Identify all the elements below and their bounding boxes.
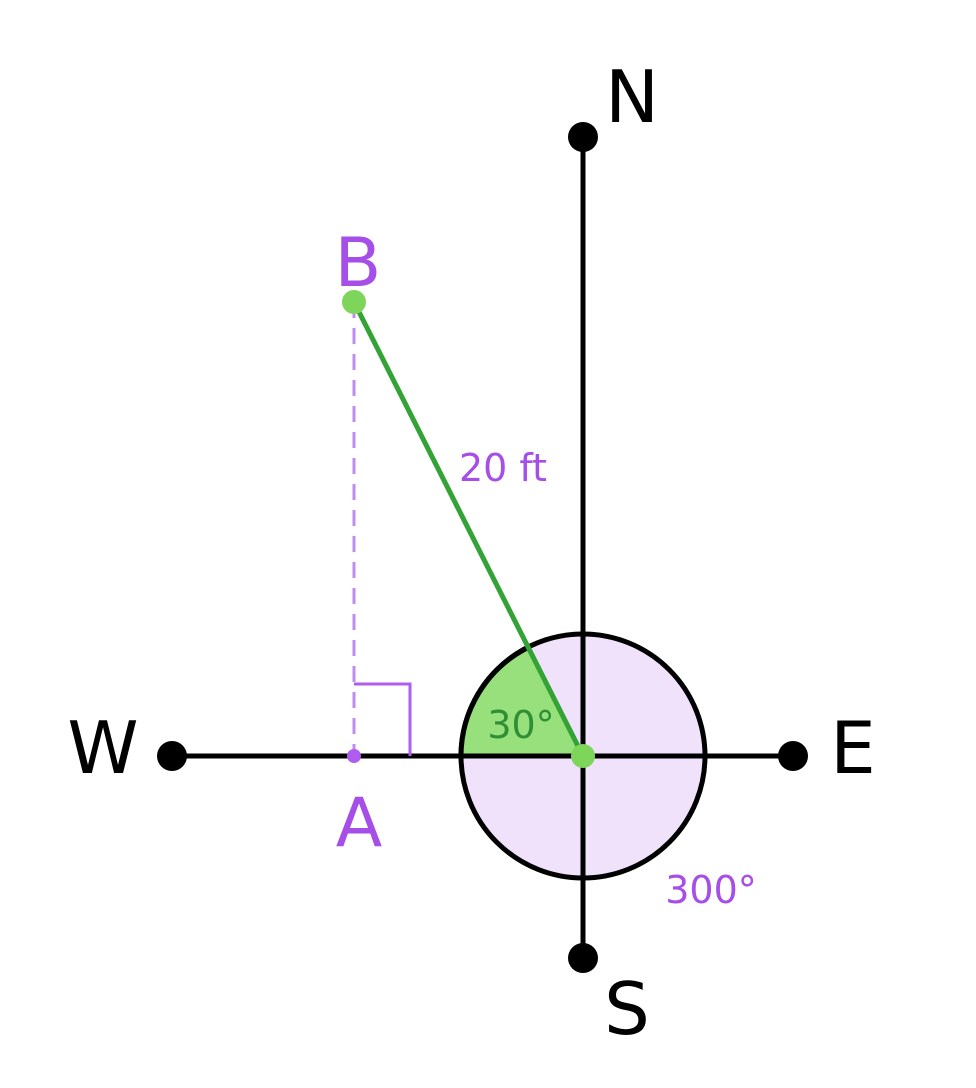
angle-sector-arc (458, 645, 529, 757)
label-south: S (604, 967, 650, 1051)
origin-point (571, 744, 595, 768)
north-point (568, 122, 598, 152)
label-angle-30: 30° (487, 703, 554, 747)
right-angle-marker (354, 682, 412, 756)
angle-sector-30 (461, 648, 583, 756)
label-north: N (605, 55, 659, 139)
point-a (347, 749, 361, 763)
west-point (157, 741, 187, 771)
label-east: E (830, 706, 876, 790)
east-point (778, 741, 808, 771)
point-b (342, 290, 366, 314)
label-length: 20 ft (459, 446, 547, 490)
label-west: W (67, 706, 138, 790)
segment-origin-b (351, 300, 586, 758)
label-point-a: A (336, 784, 383, 863)
south-point (568, 943, 598, 973)
label-angle-300: 300° (665, 868, 757, 912)
label-point-b: B (335, 224, 382, 303)
